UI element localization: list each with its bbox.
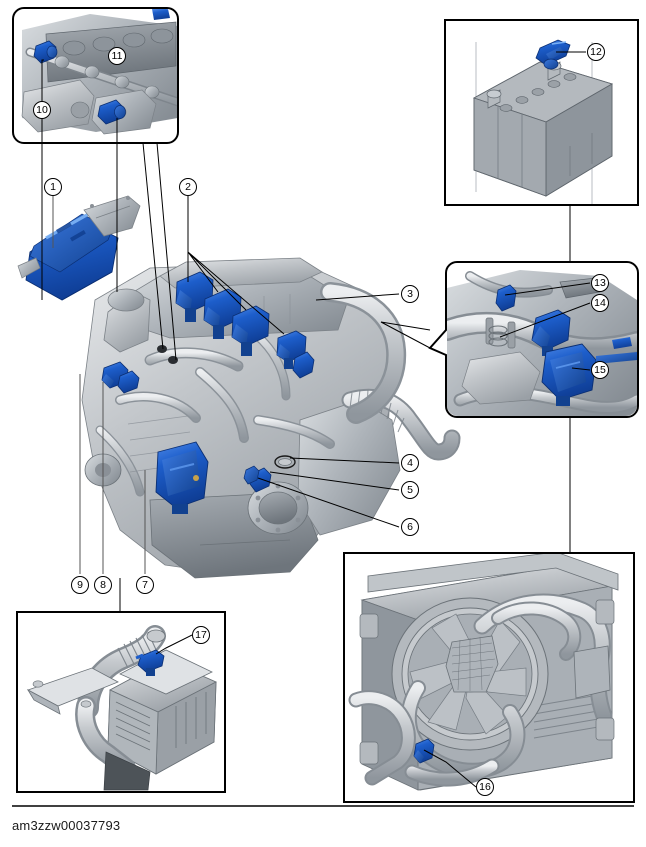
callout-7[interactable]: 7 (136, 576, 154, 594)
callout-15[interactable]: 15 (591, 361, 609, 379)
part-sensor-4 (274, 455, 296, 469)
part-sensor-9 (117, 370, 140, 394)
svg-text:17: 17 (195, 629, 207, 641)
svg-text:13: 13 (594, 277, 606, 289)
callout-bubbles[interactable]: 1 2 3 4 5 6 7 8 9 10 11 12 13 14 15 16 1… (33, 43, 609, 796)
callout-6[interactable]: 6 (401, 518, 419, 536)
inset-mid-right-art (447, 263, 637, 416)
svg-text:2: 2 (185, 181, 191, 193)
callout-9[interactable]: 9 (71, 576, 89, 594)
part-ignition-coils (175, 271, 307, 369)
part-engine-control-module (17, 195, 141, 301)
callout-2[interactable]: 2 (179, 178, 197, 196)
callout-17[interactable]: 17 (192, 626, 210, 644)
svg-text:1: 1 (50, 181, 56, 193)
callout-leaders (41, 51, 591, 788)
svg-text:6: 6 (407, 521, 413, 533)
panel-connector-lines (119, 142, 571, 612)
callout-1[interactable]: 1 (44, 178, 62, 196)
svg-text:10: 10 (36, 104, 48, 116)
svg-text:11: 11 (112, 50, 123, 62)
part-sensor-15 (541, 343, 597, 406)
panel-border-inset-mid-right (428, 261, 639, 418)
part-mass-air-flow-sensor (135, 649, 165, 676)
inset-bottom-left-art (18, 613, 224, 791)
panel-border-inset-bottom-left (16, 611, 226, 793)
part-sensor-7 (155, 441, 209, 514)
callout-14[interactable]: 14 (591, 294, 609, 312)
svg-text:15: 15 (594, 364, 606, 376)
svg-text:5: 5 (407, 484, 413, 496)
callout-5[interactable]: 5 (401, 481, 419, 499)
svg-text:14: 14 (594, 297, 606, 309)
main-engine-illustration (81, 257, 461, 579)
callout-10[interactable]: 10 (33, 101, 51, 119)
svg-text:8: 8 (100, 579, 106, 591)
panel-border-inset-top-right (444, 19, 639, 206)
inset-bottom-right-art (345, 554, 633, 801)
callout-4[interactable]: 4 (401, 454, 419, 472)
svg-text:3: 3 (407, 288, 413, 300)
callout-8[interactable]: 8 (94, 576, 112, 594)
panel-border-inset-bottom-right (343, 552, 635, 803)
svg-text:7: 7 (142, 579, 148, 591)
callout-3[interactable]: 3 (401, 285, 419, 303)
part-camshaft-sensor-left (33, 40, 58, 64)
inset-top-right-art (446, 21, 637, 204)
svg-text:16: 16 (479, 781, 491, 793)
svg-text:12: 12 (590, 46, 602, 58)
svg-text:4: 4 (407, 457, 413, 469)
callout-11[interactable]: 11 (108, 47, 126, 65)
part-sensor-block-right (292, 351, 315, 379)
inset-top-left-art (14, 9, 177, 142)
svg-text:9: 9 (77, 579, 83, 591)
part-battery-current-sensor (535, 39, 571, 70)
part-coolant-temperature-sensor (413, 738, 435, 764)
part-sensor-13 (495, 284, 517, 312)
part-sensor-14 (531, 309, 571, 356)
highlighted-components-main (17, 195, 315, 514)
figure-caption: am3zzw00037793 (12, 818, 121, 833)
panel-borders (12, 7, 639, 807)
callout-13[interactable]: 13 (591, 274, 609, 292)
panel-border-inset-top-left (12, 7, 179, 144)
callout-12[interactable]: 12 (587, 43, 605, 61)
callout-16[interactable]: 16 (476, 778, 494, 796)
part-sensor-6 (243, 465, 260, 485)
